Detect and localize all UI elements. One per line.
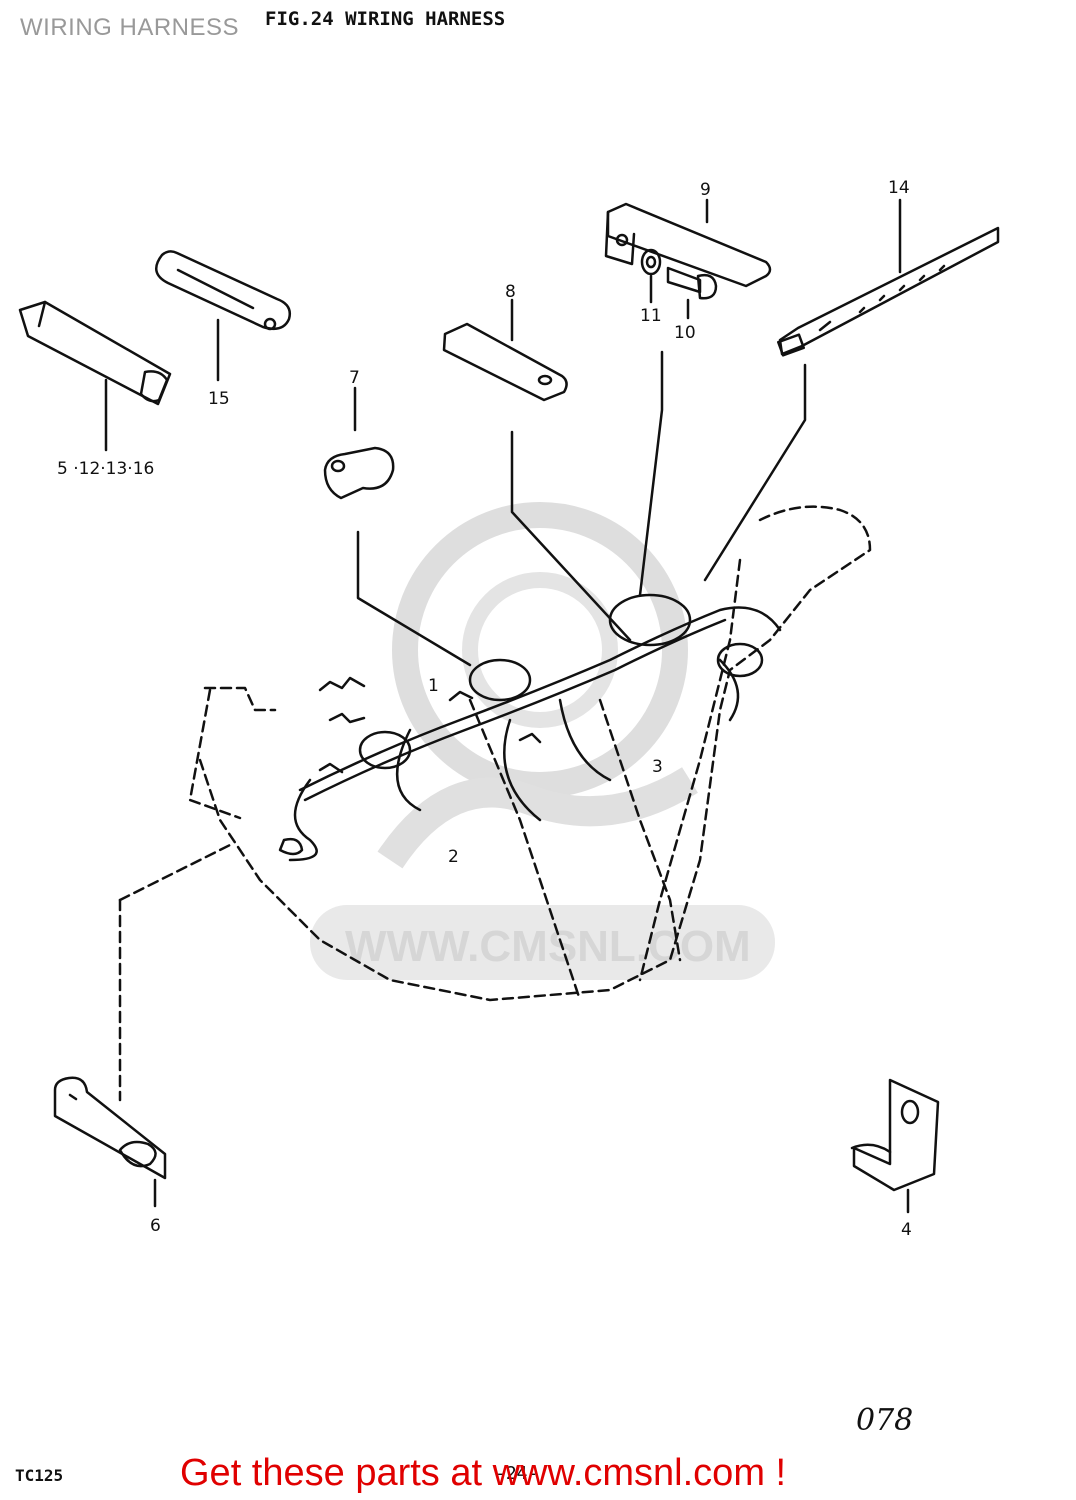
callout-11: 11 bbox=[640, 306, 662, 326]
part-10-bolt bbox=[666, 266, 718, 300]
callout-9: 9 bbox=[700, 180, 711, 200]
callout-1: 1 bbox=[428, 676, 439, 696]
drawing-code: 078 bbox=[856, 1403, 914, 1438]
part-5-band bbox=[18, 300, 172, 406]
callout-2: 2 bbox=[448, 847, 459, 867]
leader-9-harness bbox=[638, 350, 664, 597]
part-11-washer bbox=[640, 248, 662, 276]
part-1-wiring-harness bbox=[278, 593, 782, 862]
callout-15: 15 bbox=[208, 389, 230, 409]
leader-7-harness bbox=[356, 530, 472, 667]
page-title: WIRING HARNESS bbox=[20, 14, 240, 41]
leader-14-harness bbox=[703, 363, 807, 582]
callout-7: 7 bbox=[349, 368, 360, 388]
figure-title: FIG.24 WIRING HARNESS bbox=[265, 8, 506, 30]
part-15-strap bbox=[155, 250, 291, 331]
model-label: TC125 bbox=[15, 1466, 64, 1485]
part-9-bracket bbox=[604, 202, 772, 288]
part-7-clamp bbox=[323, 446, 395, 500]
part-14-cable-tie bbox=[777, 226, 1000, 357]
callout-10: 10 bbox=[674, 323, 696, 343]
callout-5-12-13-16: 5 ·12·13·16 bbox=[57, 459, 155, 479]
part-6-bracket bbox=[53, 1076, 167, 1180]
page-number: -24- bbox=[495, 1463, 539, 1484]
callout-14: 14 bbox=[888, 178, 910, 198]
callout-6: 6 bbox=[150, 1216, 161, 1236]
part-4-bracket bbox=[850, 1078, 940, 1192]
leader-8-harness bbox=[510, 430, 632, 642]
callout-3: 3 bbox=[652, 757, 663, 777]
watermark-text: WWW.CMSNL.COM bbox=[345, 922, 751, 971]
callout-8: 8 bbox=[505, 282, 516, 302]
frame-outline bbox=[118, 505, 872, 1102]
part-8-plate bbox=[442, 322, 568, 402]
cta-link[interactable]: Get these parts at www.cmsnl.com ! bbox=[180, 1452, 787, 1494]
callout-4: 4 bbox=[901, 1220, 912, 1240]
